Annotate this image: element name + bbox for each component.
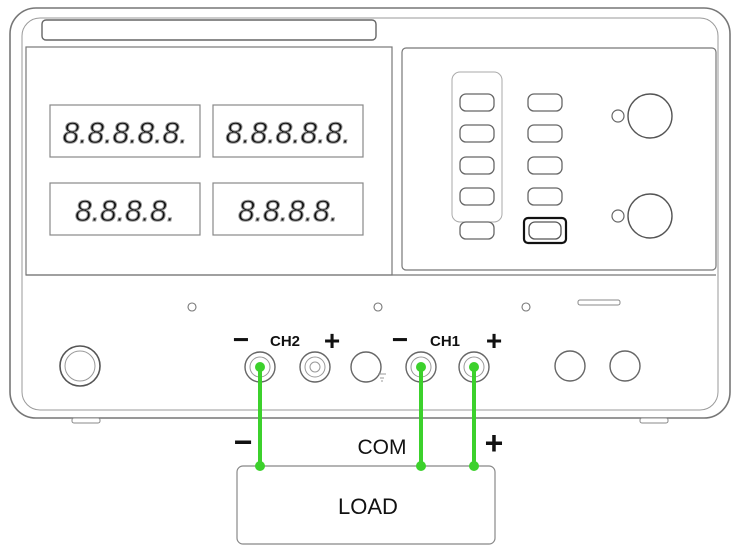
indicator-dot <box>187 302 197 312</box>
ch1-plus-sign: + <box>486 325 502 356</box>
foot-left <box>71 417 101 424</box>
load-label: LOAD <box>338 494 398 519</box>
com-label: COM <box>358 436 407 459</box>
ch2-minus-sign: − <box>233 324 249 355</box>
control-panel <box>401 47 717 271</box>
button-6[interactable] <box>527 93 563 112</box>
display-window-ch1-voltage: 8.8.8.8.8. <box>212 104 364 158</box>
chassis-inner <box>21 17 719 411</box>
display-window-ch1-current: 8.8.8.8. <box>212 182 364 236</box>
highlighted-button-frame <box>522 216 568 245</box>
knob-current[interactable] <box>611 193 673 239</box>
display-window-ch2-current: 8.8.8.8. <box>49 182 201 236</box>
display-digits: 8.8.8.8.8. <box>225 117 350 150</box>
button-8[interactable] <box>527 156 563 175</box>
button-2[interactable] <box>459 124 495 143</box>
ch2-label: CH2 <box>270 333 300 350</box>
indicator-dot <box>521 302 531 312</box>
wire-ch1-positive <box>469 362 479 471</box>
display-digits: 8.8.8.8.8. <box>62 117 187 150</box>
load-box <box>236 465 496 545</box>
button-1[interactable] <box>459 93 495 112</box>
display-digits: 8.8.8.8. <box>238 195 338 228</box>
display-window-ch2-voltage: 8.8.8.8.8. <box>49 104 201 158</box>
knob-voltage[interactable] <box>611 93 673 139</box>
button-4[interactable] <box>459 187 495 206</box>
ch2-plus-sign: + <box>324 325 340 356</box>
load-plus-label: + <box>485 425 504 461</box>
aux-terminal-2[interactable] <box>609 350 641 382</box>
display-digits: 8.8.8.8. <box>75 195 175 228</box>
load-minus-label: − <box>234 424 253 460</box>
button-9[interactable] <box>527 187 563 206</box>
button-5[interactable] <box>459 221 495 240</box>
button-10[interactable] <box>528 221 562 240</box>
top-slot <box>41 19 377 41</box>
foot-right <box>639 417 669 424</box>
ch1-minus-sign: − <box>392 324 408 355</box>
wire-ch1-negative-com <box>416 362 426 471</box>
indicator-dot <box>373 302 383 312</box>
ground-terminal[interactable] <box>350 351 386 383</box>
wire-ch2-negative <box>255 362 265 471</box>
aux-terminal-1[interactable] <box>554 350 586 382</box>
button-7[interactable] <box>527 124 563 143</box>
ch1-label: CH1 <box>430 333 460 350</box>
power-button[interactable] <box>59 345 101 387</box>
indicator-slot <box>577 299 621 306</box>
button-3[interactable] <box>459 156 495 175</box>
ch2-positive-terminal[interactable] <box>299 351 331 383</box>
